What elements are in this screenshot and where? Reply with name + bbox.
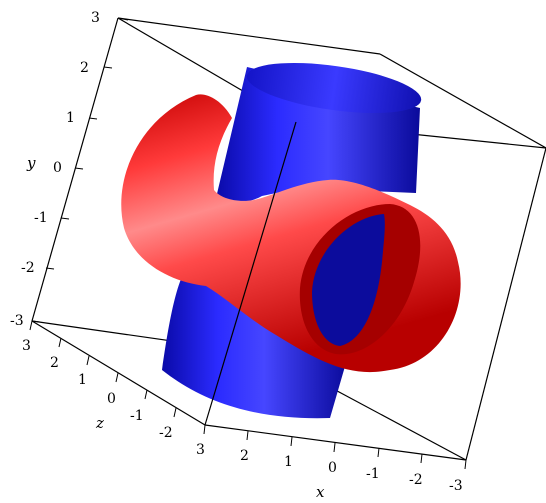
y-tick: [31, 320, 41, 323]
x-tick: [246, 430, 249, 441]
z-tick-label: -2: [159, 425, 173, 441]
y-tick: [88, 117, 98, 120]
x-tick-label: 3: [196, 442, 205, 458]
y-axis-label: y: [26, 154, 36, 172]
box-edge: [204, 424, 467, 461]
y-tick: [60, 217, 70, 220]
box-edge: [204, 121, 297, 426]
blue-cylinder-top-cap: [246, 63, 422, 113]
x-tick-label: 1: [284, 454, 293, 470]
z-tick-label: 1: [78, 372, 87, 388]
blue-cylinder-top: [216, 63, 422, 204]
x-axis-label: x: [316, 483, 325, 501]
z-tick: [86, 355, 90, 366]
red-cylinder: [121, 94, 461, 373]
z-tick-label: 0: [107, 391, 116, 407]
x-tick: [377, 447, 380, 458]
z-tick: [29, 320, 33, 331]
x-tick-label: -2: [409, 472, 423, 488]
z-axis: 3 2 1 0 -1 -2 z: [22, 320, 177, 441]
box-edge: [31, 17, 119, 322]
y-tick-label: 1: [66, 110, 75, 126]
y-tick: [45, 267, 55, 270]
x-tick-label: -3: [449, 478, 463, 494]
z-tick-label: 3: [22, 338, 31, 354]
y-tick-label: 2: [80, 60, 89, 76]
x-axis: 3 2 1 0 -1 -2 -3 x: [196, 424, 467, 501]
y-tick-label: -2: [21, 260, 35, 276]
y-tick-label: -1: [34, 210, 48, 226]
x-tick: [420, 453, 423, 464]
x-tick-label: 0: [328, 460, 337, 476]
box-edge: [379, 53, 546, 149]
blue-inside-red: [312, 214, 385, 346]
y-tick: [74, 167, 84, 170]
box-edge: [465, 147, 546, 461]
bounding-box-front: [204, 121, 546, 461]
x-tick: [464, 459, 467, 470]
x-tick-label: -1: [366, 466, 380, 482]
x-tick-label: 2: [240, 448, 249, 464]
x-tick: [290, 436, 293, 447]
x-tick: [333, 442, 336, 453]
z-tick-label: 2: [50, 355, 59, 371]
y-tick: [117, 17, 129, 21]
z-axis-label: z: [95, 414, 104, 432]
y-tick-label: 3: [91, 10, 100, 26]
y-tick-label: 0: [53, 160, 62, 176]
z-tick: [58, 337, 62, 348]
y-tick-label: -3: [10, 313, 24, 329]
z-tick-label: -1: [130, 408, 144, 424]
z-tick: [144, 389, 148, 400]
z-tick: [115, 372, 119, 383]
blue-cylinder-bottom: [162, 255, 348, 419]
y-axis: 3 2 1 0 -1 -2 -3 y: [10, 10, 129, 329]
box-edge: [117, 17, 381, 55]
y-tick: [103, 66, 113, 69]
z-tick: [173, 407, 177, 418]
x-tick: [203, 424, 206, 435]
